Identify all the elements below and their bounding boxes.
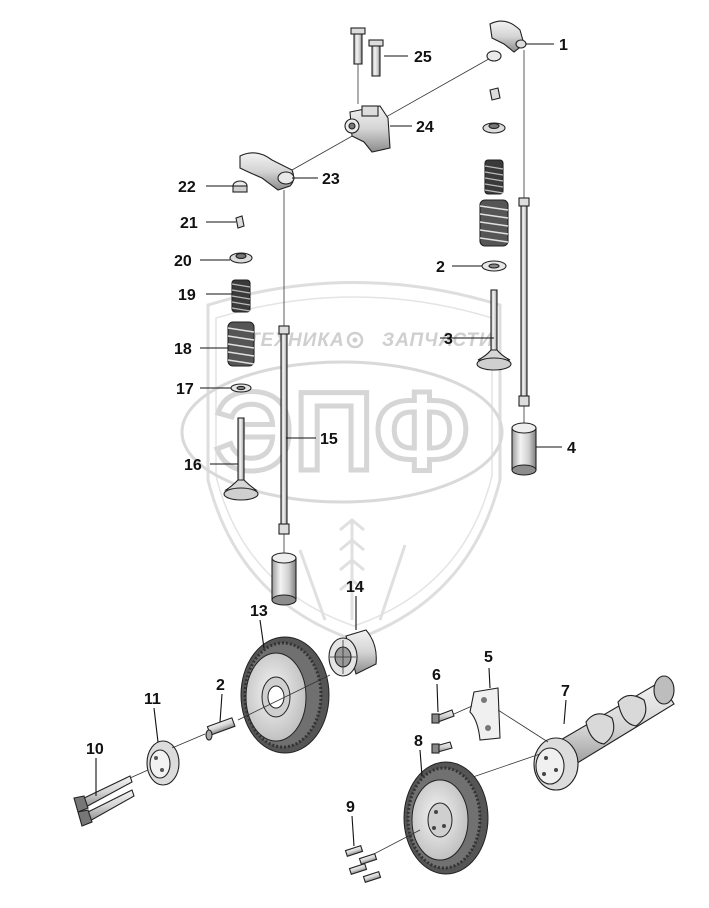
camshaft-assembly	[344, 675, 675, 884]
callout-9: 9	[346, 799, 355, 816]
callout-7: 7	[561, 683, 570, 700]
watermark-monogram: ЭПФ	[214, 369, 470, 494]
callout-11: 11	[144, 691, 161, 708]
callout-labels: 1 25 24 23 22 21 20 2 19 3 18 17 15 4 16…	[86, 37, 576, 816]
right-valve-train	[344, 20, 537, 476]
callout-18: 18	[174, 341, 192, 358]
watermark-word-right: ЗАПЧАСТИ	[382, 330, 494, 351]
callout-10: 10	[86, 741, 104, 758]
callout-2-lower: 2	[216, 677, 225, 694]
callout-15: 15	[320, 431, 338, 448]
callout-24: 24	[416, 119, 434, 136]
callout-21: 21	[180, 215, 198, 232]
callout-2-upper: 2	[436, 259, 445, 276]
callout-17: 17	[176, 381, 194, 398]
callout-25: 25	[414, 49, 432, 66]
watermark-word-left: ТЕХНИКА	[248, 330, 345, 351]
callout-8: 8	[414, 733, 423, 750]
callout-6: 6	[432, 667, 441, 684]
callout-16: 16	[184, 457, 202, 474]
wheat-icon	[298, 518, 407, 621]
callout-14: 14	[346, 579, 364, 596]
leader-lines	[95, 43, 567, 847]
callout-1: 1	[559, 37, 568, 54]
callout-5: 5	[484, 649, 493, 666]
callout-13: 13	[250, 603, 268, 620]
callout-19: 19	[178, 287, 196, 304]
callout-4: 4	[567, 440, 576, 457]
callout-20: 20	[174, 253, 192, 270]
callout-3: 3	[444, 331, 453, 348]
left-valve-train	[223, 55, 495, 606]
watermark: ТЕХНИКА ЗАПЧАСТИ ЭПФ	[180, 281, 504, 642]
callout-23: 23	[322, 171, 340, 188]
callout-22: 22	[178, 179, 196, 196]
gear-icon	[346, 331, 364, 349]
idler-gear-assembly	[73, 629, 377, 827]
